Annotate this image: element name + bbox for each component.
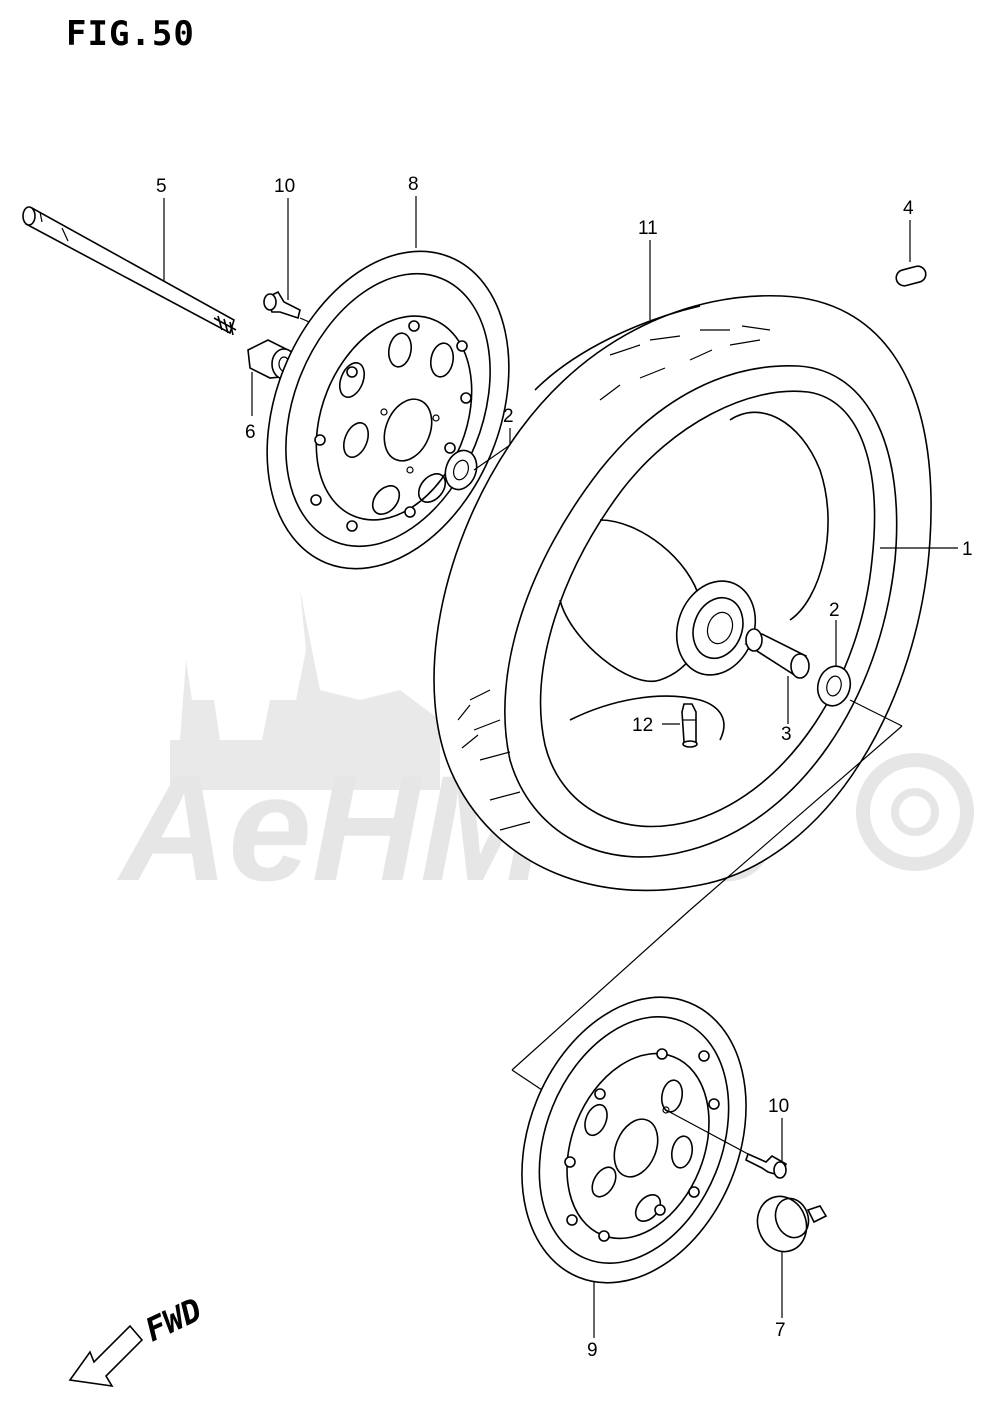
callout-6: 6 (245, 422, 256, 443)
bearing-part-2-upper (444, 449, 478, 491)
callout-10-lower: 10 (768, 1096, 789, 1117)
forward-label: FWD (139, 1290, 207, 1349)
assembly-guide-lines (511, 699, 903, 1091)
axle-part-5 (22, 206, 237, 336)
figure-title: FIG.50 (66, 14, 195, 54)
forward-direction-indicator: FWD (68, 1290, 208, 1388)
bearing-part-2-lower (816, 665, 852, 707)
brake-disc-part-8 (266, 250, 510, 570)
callout-labels: 5 10 8 4 11 6 2 1 2 12 3 10 9 7 (156, 174, 973, 1361)
callout-12: 12 (632, 715, 653, 736)
callout-2-lower: 2 (829, 600, 840, 621)
valve-part-12 (681, 703, 698, 748)
bolt-part-10-lower (665, 1109, 787, 1179)
gearbox-part-7 (756, 1195, 828, 1253)
callout-7: 7 (775, 1320, 786, 1341)
callout-11: 11 (638, 218, 658, 239)
leader-lines (163, 196, 958, 1338)
brake-disc-part-9 (521, 996, 747, 1284)
callout-9: 9 (587, 1340, 598, 1361)
callout-2-upper: 2 (503, 406, 514, 427)
callout-1: 1 (962, 539, 973, 560)
forward-arrow-icon (68, 1324, 144, 1388)
callout-3: 3 (781, 724, 792, 745)
callout-8: 8 (408, 174, 419, 195)
callout-5: 5 (156, 176, 167, 197)
spacer-part-3 (744, 628, 810, 679)
callout-4: 4 (903, 198, 914, 219)
balancer-part-4 (895, 265, 927, 287)
callout-10-upper: 10 (274, 176, 295, 197)
wheel-tire-assembly (433, 294, 932, 892)
